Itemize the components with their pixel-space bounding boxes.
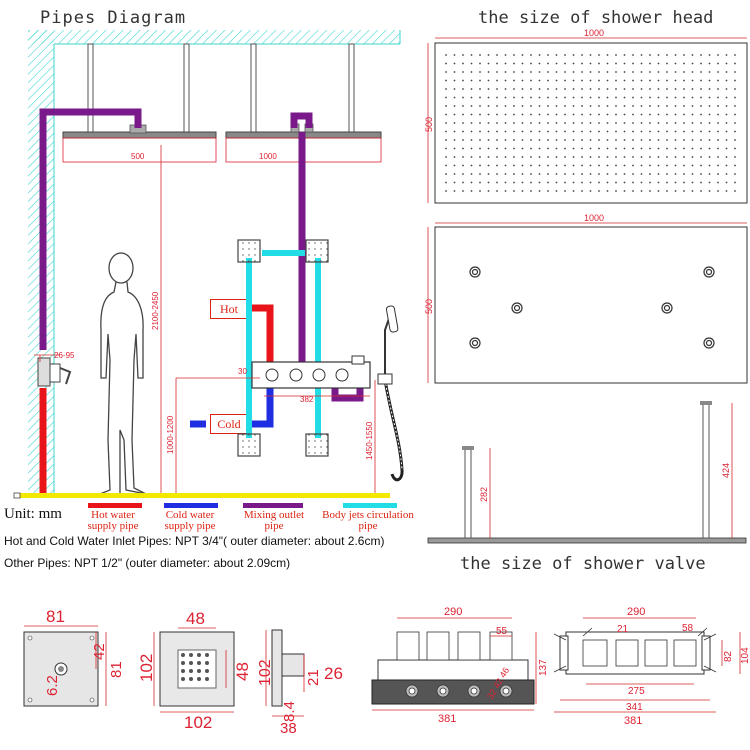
wall-hatch	[28, 30, 401, 498]
dim-head-large-label: 1000	[259, 152, 277, 161]
svg-text:282: 282	[479, 487, 489, 502]
svg-text:290: 290	[627, 606, 645, 618]
svg-text:102: 102	[137, 654, 156, 682]
svg-text:48: 48	[186, 609, 205, 628]
legend-jets-label: Body jets circulation pipe	[322, 509, 414, 532]
shower-valve-size-title: the size of shower valve	[460, 554, 706, 574]
jets-pipes	[246, 250, 321, 438]
svg-text:48: 48	[233, 662, 252, 681]
valve-front-view: 290 55 137 32 42 46 381	[371, 606, 549, 725]
top-width-label: 1000	[584, 28, 604, 38]
svg-text:81: 81	[108, 661, 125, 678]
shower-head-top-view: 1000 500	[424, 28, 748, 204]
legend-mix-label: Mixing outlet pipe	[243, 509, 305, 532]
svg-text:81: 81	[46, 607, 65, 626]
svg-text:381: 381	[624, 715, 642, 727]
cold-pipe-tag: Cold	[210, 414, 248, 434]
svg-text:8.4: 8.4	[281, 701, 298, 722]
inlet-pipes-note: Hot and Cold Water Inlet Pipes: NPT 3/4"…	[4, 534, 385, 548]
svg-text:275: 275	[628, 686, 645, 697]
svg-text:381: 381	[438, 713, 456, 725]
ceiling-arms	[87, 43, 355, 133]
dimension-lines-left	[34, 145, 376, 493]
shower-head-back-view: 1000 500	[424, 213, 748, 384]
legend-hot-label: Hot water supply pipe	[87, 509, 139, 532]
pipes-diagram-title: Pipes Diagram	[40, 8, 187, 28]
component-square-1: 81 42 81 6.2	[23, 607, 125, 707]
svg-text:21: 21	[305, 669, 322, 686]
svg-text:341: 341	[626, 702, 643, 713]
human-figure	[99, 252, 147, 495]
svg-text:137: 137	[538, 659, 549, 676]
valve-top-view: 290 21 58 82 104 275 341 381	[553, 606, 750, 727]
dim-382-label: 382	[300, 395, 314, 404]
hot-pipes	[39, 304, 274, 494]
svg-text:102: 102	[184, 713, 212, 732]
svg-text:424: 424	[721, 463, 731, 478]
other-pipes-note: Other Pipes: NPT 1/2" (outer diameter: a…	[4, 556, 291, 570]
floor-line	[18, 493, 390, 498]
component-body-jet-front: 48 102 102 48	[137, 609, 252, 732]
dim-30-label: 30	[238, 367, 247, 376]
svg-text:26: 26	[324, 664, 343, 683]
body-jets	[237, 239, 329, 457]
svg-text:1000: 1000	[584, 213, 604, 223]
dim-height-2100-label: 2100-2450	[151, 291, 160, 330]
hand-shower	[377, 305, 404, 482]
shower-arm-side-view: 282 424	[427, 401, 747, 544]
legend-cold-label: Cold water supply pipe	[164, 509, 216, 532]
svg-text:55: 55	[496, 626, 508, 637]
svg-text:21: 21	[617, 624, 629, 635]
svg-text:102: 102	[257, 659, 274, 686]
dim-26-95-label: 26-95	[54, 351, 75, 360]
svg-text:290: 290	[444, 606, 462, 618]
svg-text:82: 82	[723, 650, 734, 662]
dim-height-1450-label: 1450-1550	[365, 421, 374, 460]
legend-bars	[88, 503, 397, 508]
shower-head-size-title: the size of shower head	[478, 8, 714, 28]
svg-text:500: 500	[424, 299, 434, 314]
dim-height-1000-label: 1000-1200	[166, 415, 175, 454]
wall-valve	[37, 357, 72, 387]
shower-valve-panel	[251, 355, 371, 389]
svg-text:38: 38	[280, 720, 297, 737]
top-height-label: 500	[424, 117, 434, 132]
svg-text:6.2: 6.2	[44, 675, 61, 696]
svg-text:58: 58	[682, 623, 694, 634]
unit-label: Unit: mm	[4, 506, 62, 522]
dim-head-small-label: 500	[131, 152, 145, 161]
svg-text:42: 42	[91, 643, 108, 660]
cold-pipes	[190, 388, 274, 428]
svg-text:104: 104	[740, 647, 750, 664]
component-body-jet-side: 102 21 26 8.4 38	[257, 629, 343, 737]
